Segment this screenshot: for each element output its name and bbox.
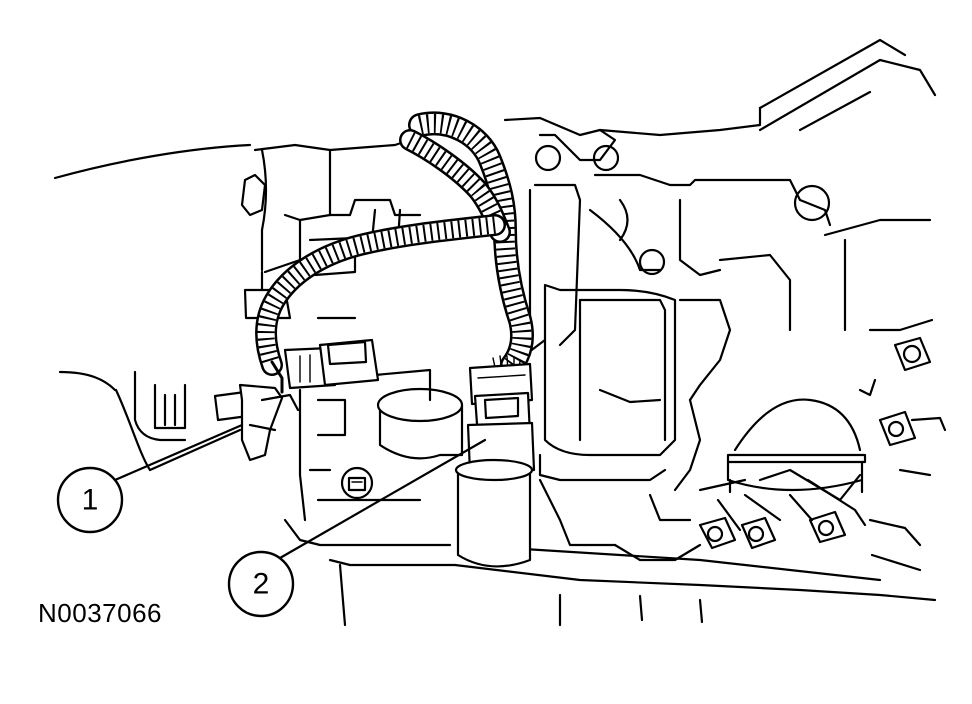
sensor-2-connector bbox=[466, 362, 536, 474]
bolts bbox=[340, 336, 947, 550]
callout-2-leader bbox=[278, 438, 487, 560]
callout-2: 2 bbox=[227, 550, 295, 618]
figure-id-label: N0037066 bbox=[38, 598, 162, 628]
bolt-7 bbox=[893, 336, 932, 372]
bolt-1 bbox=[340, 466, 374, 500]
accumulator-cylinder bbox=[373, 368, 464, 460]
wiring-harness bbox=[255, 111, 534, 394]
bolt-5 bbox=[808, 510, 847, 544]
bolt-3 bbox=[698, 516, 737, 550]
sensor-1-connector bbox=[283, 338, 380, 390]
callout-1: 1 bbox=[56, 466, 124, 534]
leader-lines bbox=[113, 423, 487, 560]
sensor-1 bbox=[213, 383, 300, 462]
sensor-2 bbox=[454, 458, 534, 568]
valve-body bbox=[523, 283, 732, 562]
dome-cap bbox=[726, 398, 867, 494]
transmission-housing-left bbox=[53, 143, 332, 472]
callout-1-number: 1 bbox=[82, 484, 99, 517]
callout-2-number: 2 bbox=[253, 568, 270, 601]
transmission-housing-right bbox=[503, 38, 937, 397]
callout-1-leader bbox=[113, 423, 244, 482]
bolt-6 bbox=[878, 410, 947, 447]
bolt-4 bbox=[740, 516, 777, 550]
oil-pan-flange bbox=[453, 468, 937, 627]
bolt-shafts bbox=[698, 468, 867, 532]
